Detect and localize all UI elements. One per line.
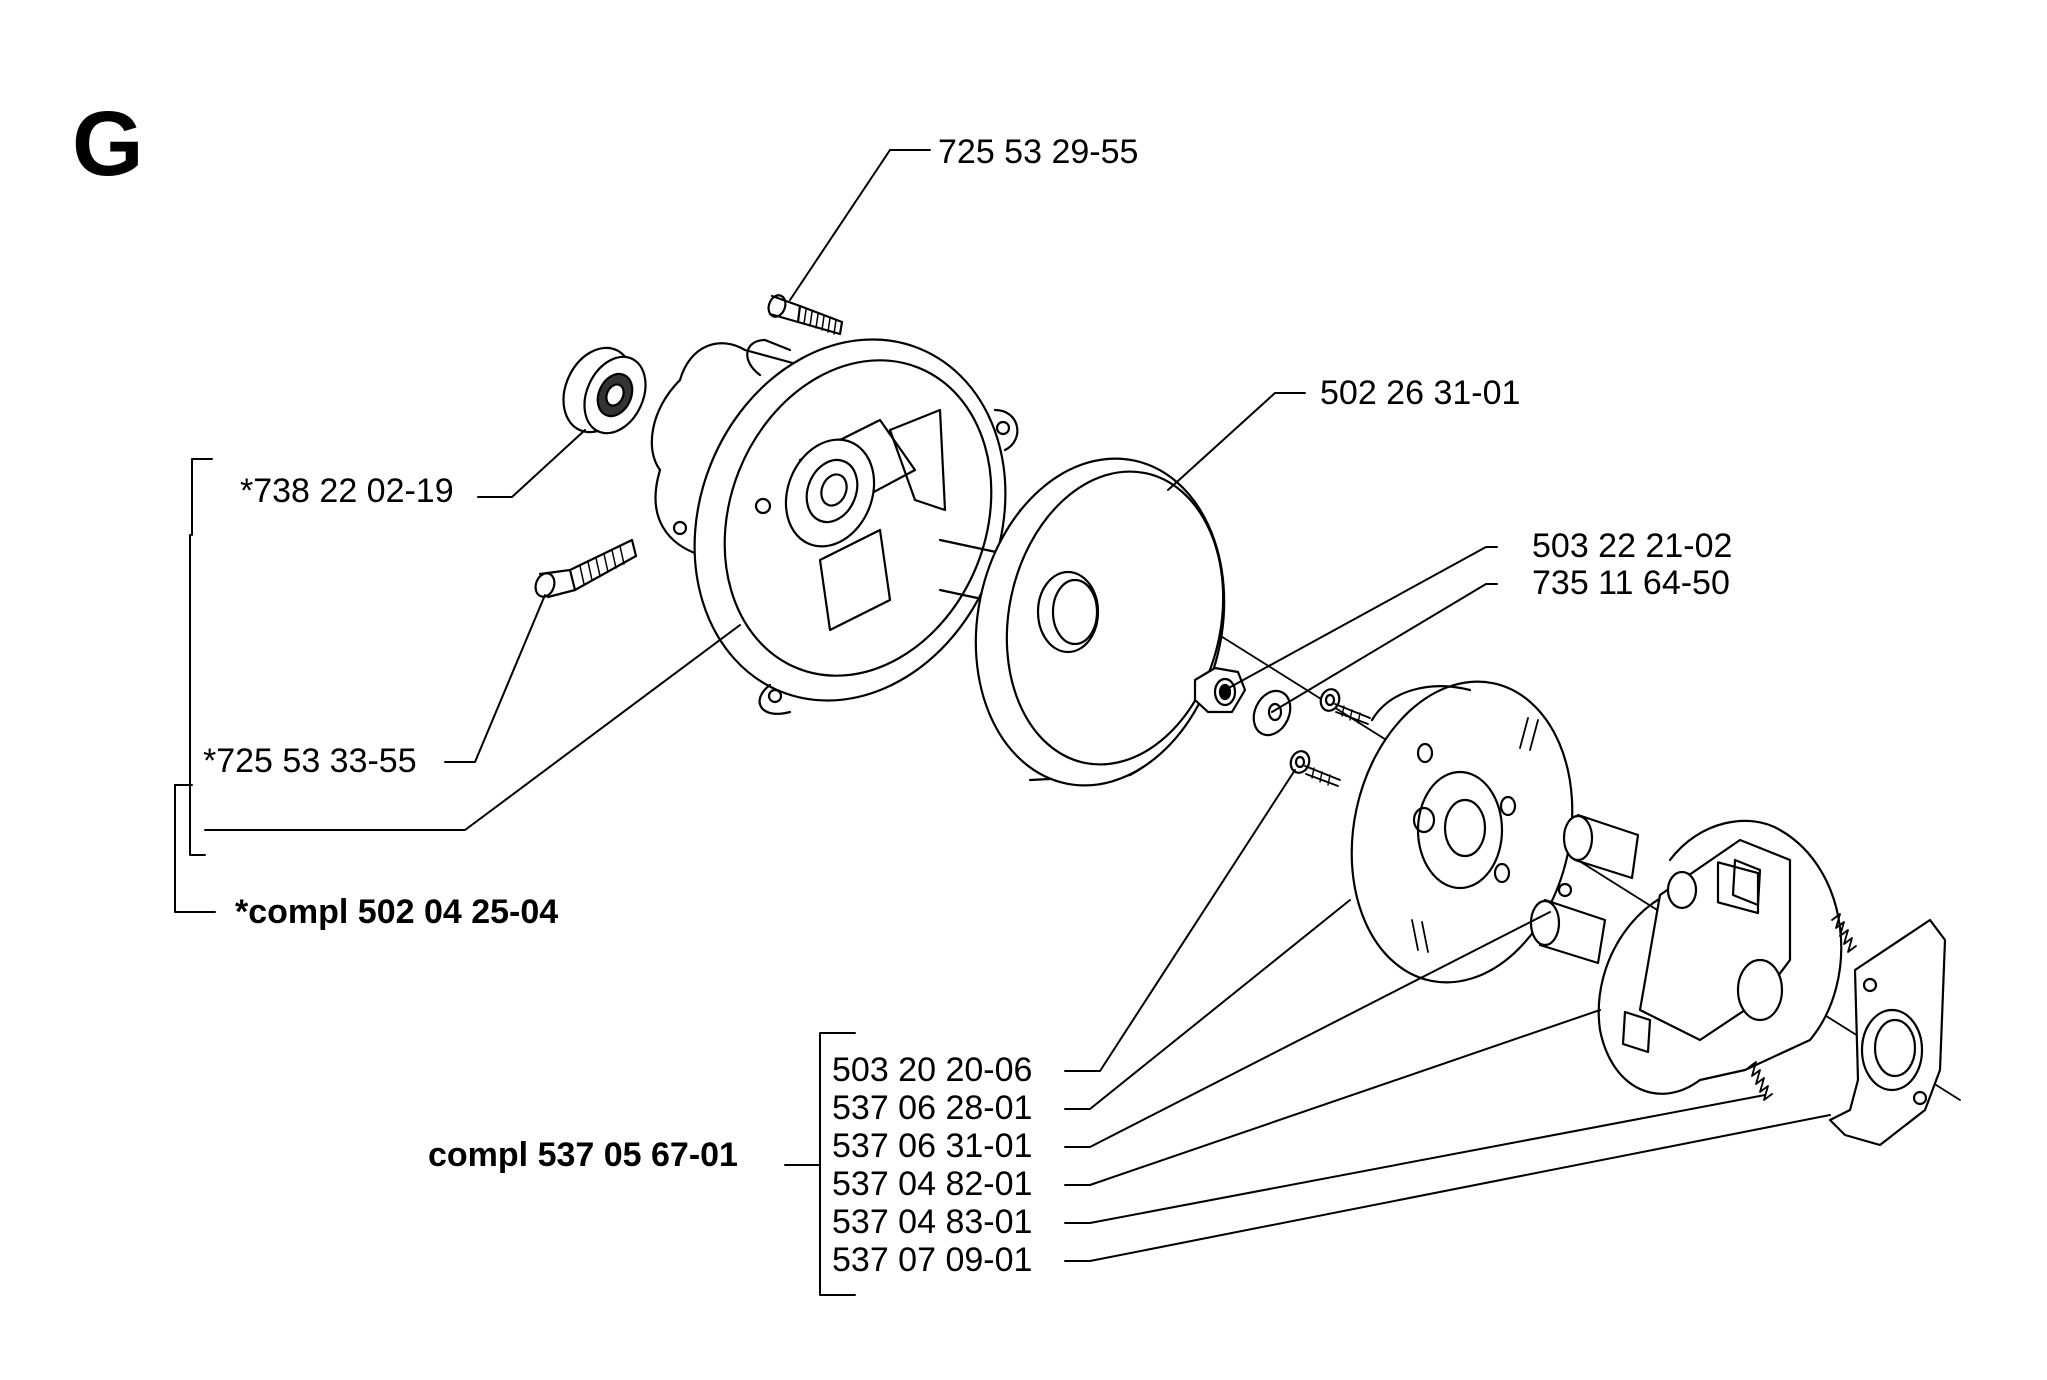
section-letter: G bbox=[72, 93, 144, 195]
hub-plate-drawing bbox=[1325, 661, 1599, 1003]
assembly-label-537-05-67-01: compl 537 05 67-01 bbox=[428, 1136, 738, 1174]
washer-drawing bbox=[1247, 685, 1297, 741]
bracket-drawing bbox=[1830, 920, 1945, 1145]
part-label-502-26-31-01: 502 26 31-01 bbox=[1320, 374, 1521, 412]
springs-drawing bbox=[1748, 914, 1856, 1100]
part-label-735-11-64-50: 735 11 64-50 bbox=[1532, 564, 1730, 602]
part-label-725-53-29-55: 725 53 29-55 bbox=[938, 133, 1139, 171]
nut-drawing bbox=[1195, 668, 1245, 712]
part-label-503-20-20-06: 503 20 20-06 bbox=[832, 1051, 1033, 1089]
grouping-brackets bbox=[175, 459, 855, 1295]
bearing-drawing bbox=[550, 337, 657, 444]
part-label-503-22-21-02: 503 22 21-02 bbox=[1532, 527, 1733, 565]
leader-lines bbox=[205, 150, 1830, 1261]
clutch-drum-drawing bbox=[946, 435, 1253, 809]
clutch-housing-drawing bbox=[642, 292, 1059, 747]
part-label-537-06-28-01: 537 06 28-01 bbox=[832, 1089, 1033, 1127]
lower-screw-drawing bbox=[532, 540, 636, 599]
part-label-725-53-33-55: *725 53 33-55 bbox=[203, 742, 417, 780]
upper-screw-drawing bbox=[766, 293, 842, 334]
part-label-537-04-83-01: 537 04 83-01 bbox=[832, 1203, 1033, 1241]
part-label-537-07-09-01: 537 07 09-01 bbox=[832, 1241, 1033, 1279]
rollers-drawing bbox=[1531, 815, 1638, 963]
part-label-738-22-02-19: *738 22 02-19 bbox=[240, 472, 454, 510]
clutch-shoes-drawing bbox=[1599, 821, 1842, 1094]
small-screws-drawing bbox=[1288, 687, 1370, 786]
assembly-label-502-04-25-04: *compl 502 04 25-04 bbox=[235, 893, 559, 931]
part-label-537-06-31-01: 537 06 31-01 bbox=[832, 1127, 1033, 1165]
part-label-537-04-82-01: 537 04 82-01 bbox=[832, 1165, 1033, 1203]
